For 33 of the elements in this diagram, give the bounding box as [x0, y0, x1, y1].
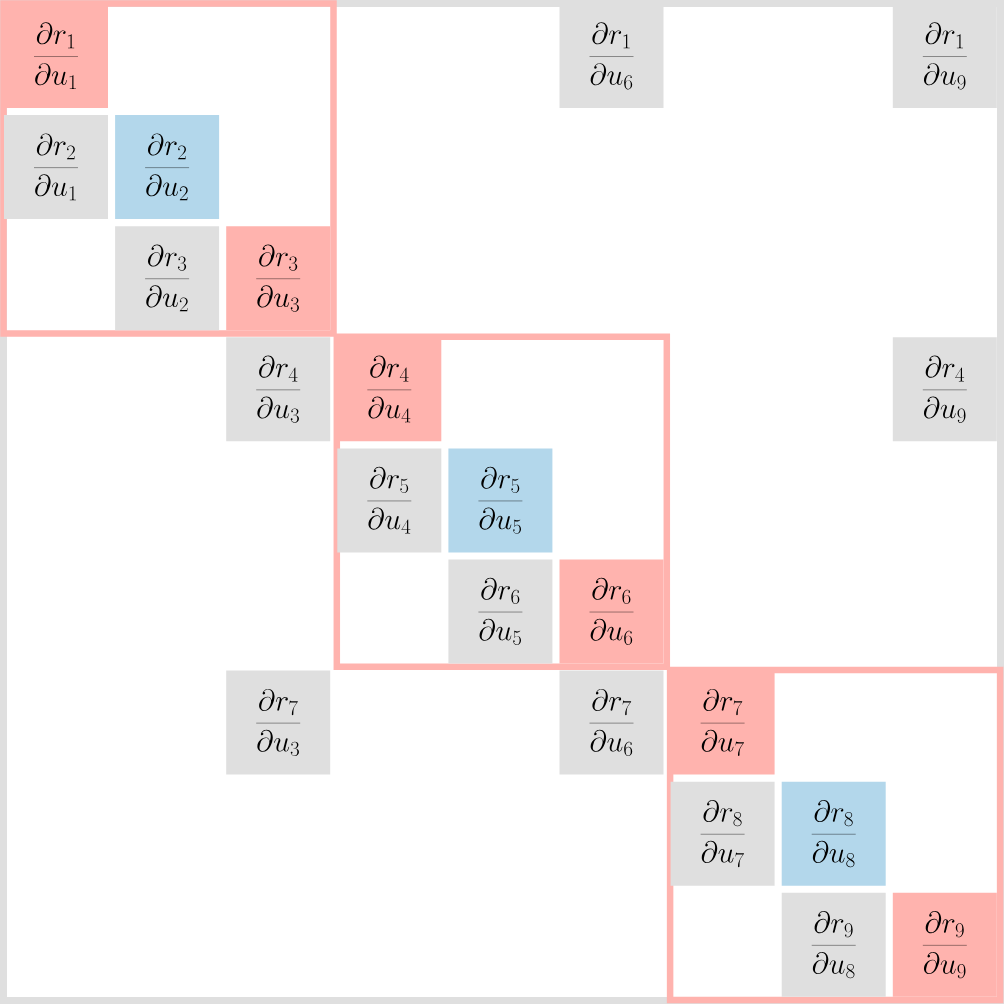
matrix-cell: $\frac{\partial r_9}{\partial u_8}$ [781, 892, 886, 997]
node-label: $\frac{\partial r_9}{\partial u_9}$ [922, 911, 967, 979]
node-label: $\frac{\partial r_4}{\partial u_9}$ [922, 355, 967, 423]
node-label: $\frac{\partial r_6}{\partial u_6}$ [589, 577, 634, 645]
block-outline [0, 0, 337, 337]
matrix-cell: $\frac{\partial r_6}{\partial u_5}$ [448, 559, 553, 664]
node-label: $\frac{\partial r_1}{\partial u_9}$ [922, 22, 967, 90]
matrix-cell: $\frac{\partial r_1}{\partial u_9}$ [892, 4, 997, 108]
block-outline [666, 666, 1004, 1004]
node-label: $\frac{\partial r_1}{\partial u_6}$ [589, 22, 634, 90]
block-outline [333, 333, 671, 671]
matrix-cell: $\frac{\partial r_3}{\partial u_3}$ [226, 226, 331, 331]
node-label: $\frac{\partial r_4}{\partial u_4}$ [367, 355, 412, 423]
matrix-cell: $\frac{\partial r_8}{\partial u_8}$ [781, 781, 886, 886]
matrix-cell: $\frac{\partial r_8}{\partial u_7}$ [670, 781, 775, 886]
matrix-cell: $\frac{\partial r_4}{\partial u_3}$ [226, 337, 331, 442]
matrix-cell: $\frac{\partial r_7}{\partial u_7}$ [670, 670, 775, 775]
matrix-cell: $\frac{\partial r_4}{\partial u_4}$ [337, 337, 442, 442]
matrix-cell: $\frac{\partial r_1}{\partial u_6}$ [559, 4, 664, 108]
matrix-cell: $\frac{\partial r_9}{\partial u_9}$ [892, 892, 997, 997]
matrix-cell: $\frac{\partial r_4}{\partial u_9}$ [892, 337, 997, 442]
matrix-cell: $\frac{\partial r_7}{\partial u_3}$ [226, 670, 331, 775]
matrix-cell: $\frac{\partial r_2}{\partial u_1}$ [4, 115, 108, 220]
matrix-cell: $\frac{\partial r_6}{\partial u_6}$ [559, 559, 664, 664]
matrix-cell: $\frac{\partial r_5}{\partial u_5}$ [448, 448, 553, 553]
matrix-cell: $\frac{\partial r_1}{\partial u_1}$ [4, 4, 108, 108]
matrix-cell: $\frac{\partial r_5}{\partial u_4}$ [337, 448, 442, 553]
matrix-cell: $\frac{\partial r_2}{\partial u_2}$ [115, 115, 220, 220]
matrix-cell: $\frac{\partial r_3}{\partial u_2}$ [115, 226, 220, 331]
matrix-cell: $\frac{\partial r_7}{\partial u_6}$ [559, 670, 664, 775]
node-label: $\frac{\partial r_7}{\partial u_7}$ [700, 688, 745, 757]
node-label: $\frac{\partial r_1}{\partial u_1}$ [34, 22, 78, 90]
node-label: $\frac{\partial r_3}{\partial u_3}$ [256, 244, 301, 312]
